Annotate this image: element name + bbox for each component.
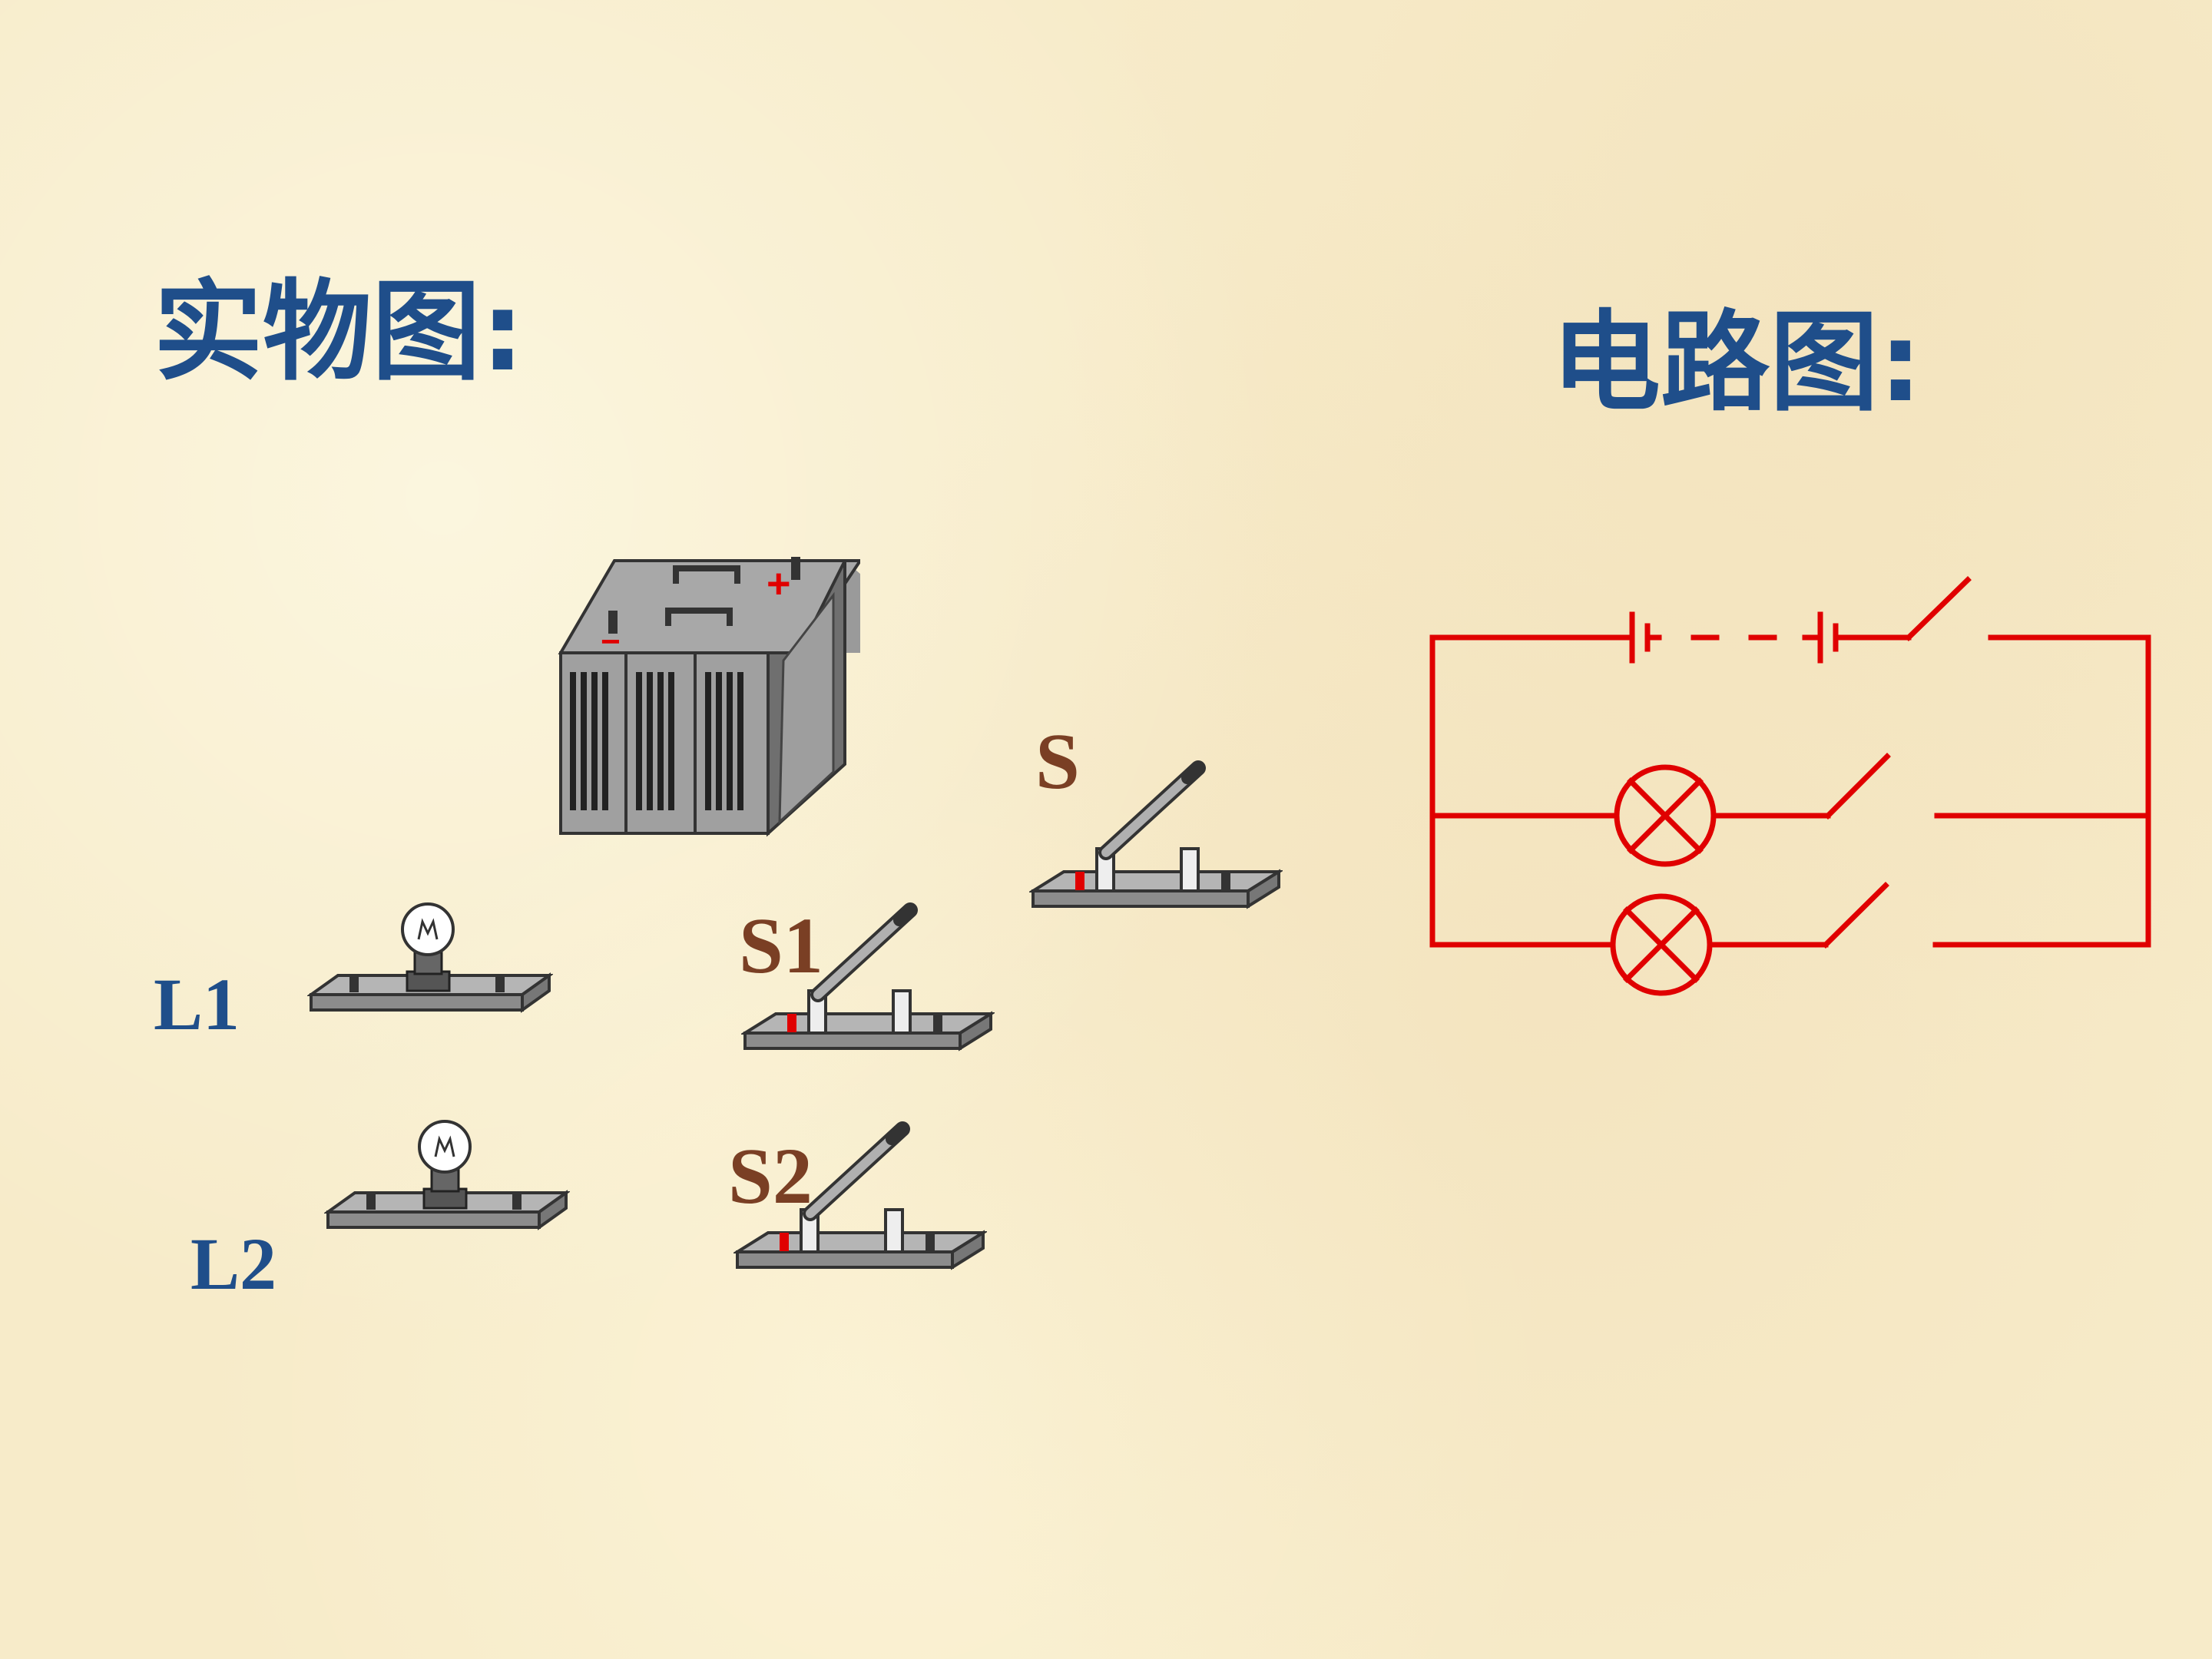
switch-s1-symbol [1824, 753, 1891, 820]
circuit-diagram-heading: 电路图: [1551, 300, 1922, 426]
switch-s2-symbol [1822, 882, 1889, 949]
label-l1: L1 [154, 963, 240, 1045]
switch-s [1029, 760, 1283, 909]
switch-s1 [741, 902, 995, 1051]
label-s1: S1 [739, 902, 823, 990]
label-s2: S2 [728, 1132, 813, 1220]
lamp-l2-symbol [1610, 893, 1713, 996]
label-s: S [1035, 717, 1080, 806]
lamp-l1-symbol [1614, 764, 1717, 867]
label-l2: L2 [190, 1223, 277, 1305]
battery-positive-mark: + [767, 561, 791, 607]
lamp-l2 [324, 1120, 570, 1230]
main-switch-symbol [1905, 576, 1972, 641]
battery-pack: + − [558, 557, 860, 837]
circuit-diagram [1429, 576, 2151, 996]
switch-s2 [733, 1121, 987, 1270]
lamp-l1 [307, 902, 553, 1013]
battery-negative-mark: − [601, 623, 621, 661]
physical-diagram-heading: 实物图: [154, 269, 525, 396]
